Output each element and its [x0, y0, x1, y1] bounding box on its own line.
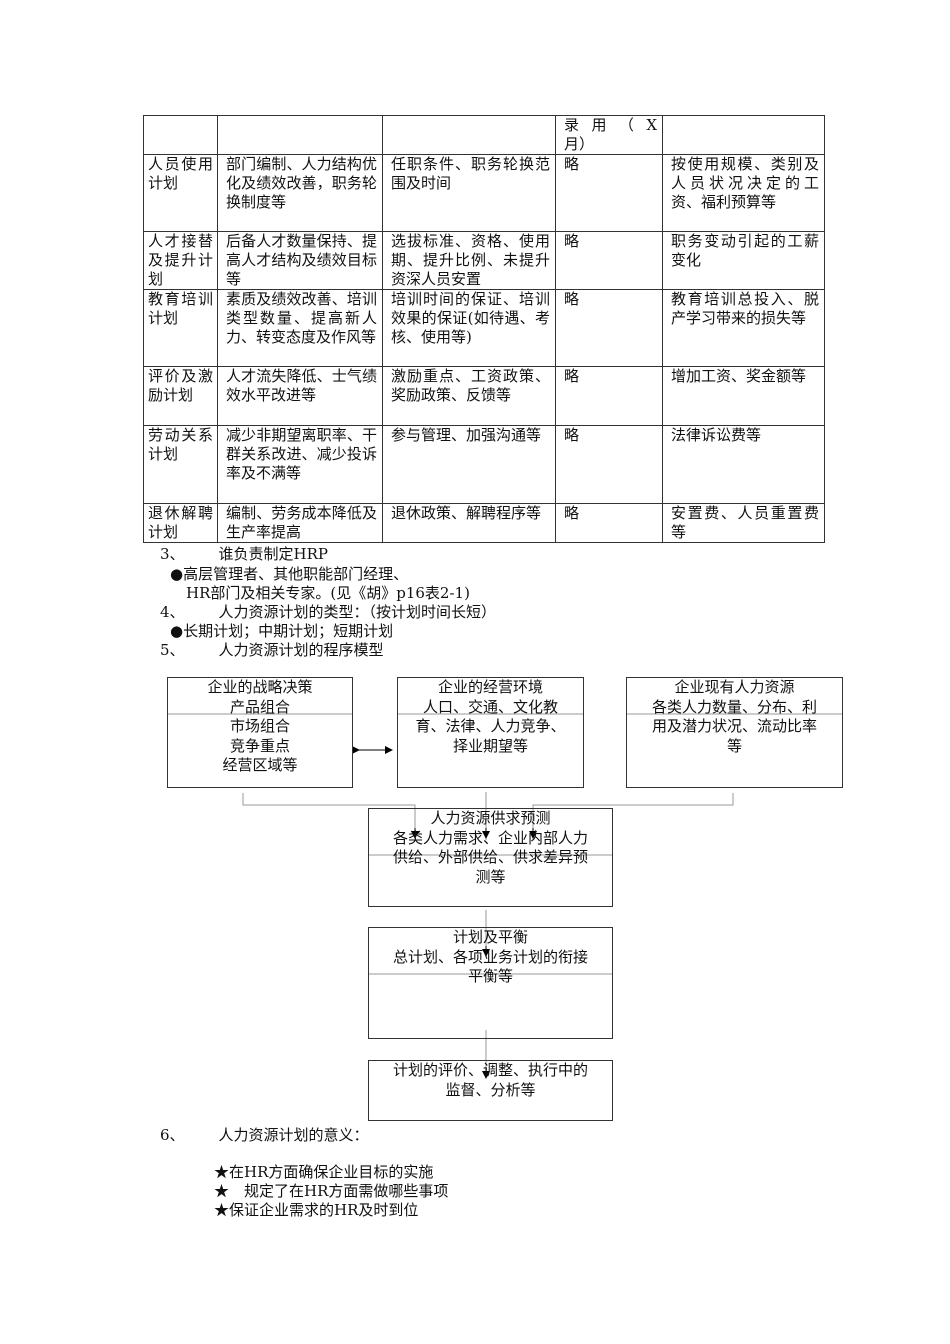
box-text-line: 育、法律、人力竞争、 — [415, 717, 566, 735]
table-cell: 任职条件、职务轮换范围及时间 — [382, 154, 556, 232]
table-row: 退休解聘计划编制、劳务成本降低及生产率提高退休政策、解聘程序等略安置费、人员重置… — [143, 503, 825, 543]
table-row: 人才接替及提升计划后备人才数量保持、提高人才结构及绩效目标等选拔标准、资格、使用… — [143, 231, 825, 290]
box-text-line: 各类人力数量、分布、利 — [651, 697, 817, 716]
evaluation-box: 计划的评价、调整、执行中的监督、分析等 — [368, 1060, 613, 1121]
table-cell: 激励重点、工资政策、奖励政策、反馈等 — [382, 366, 556, 426]
section-number: 4、 — [160, 603, 185, 621]
section-6-heading: 6、 人力资源计划的意义： — [160, 1126, 369, 1145]
box-text-line: 用及潜力状况、流动比率 — [651, 717, 817, 735]
box-text-line: 企业的经营环境 — [437, 678, 543, 696]
strategy-box: 企业的战略决策产品组合市场组合竞争重点经营区域等 — [167, 677, 353, 788]
balance-box: 计划及平衡总计划、各项业务计划的衔接平衡等 — [368, 927, 613, 1039]
star-item: ★保证企业需求的HR及时到位 — [214, 1201, 419, 1219]
table-cell: 人才流失降低、士气绩效水平改进等 — [217, 366, 383, 426]
box-text-line: 各类人力需求、企业内部人力 — [392, 828, 588, 847]
box-text-line: 人口、交通、文化教 — [422, 697, 558, 716]
table-cell: 教育培训总投入、脱产学习带来的损失等 — [662, 289, 825, 367]
table-cell — [143, 115, 218, 155]
table-cell: 部门编制、人力结构优化及绩效改善，职务轮换制度等 — [217, 154, 383, 232]
section-title: 人力资源计划的类型：（按计划时间长短） — [218, 603, 497, 621]
section-number: 6、 — [160, 1126, 185, 1144]
bullet: ●高层管理者、其他职能部门经理、 — [170, 565, 409, 583]
section-title: 谁负责制定HRP — [218, 545, 329, 563]
hr-plan-table: 录 用 （ X 月）人员使用计划部门编制、人力结构优化及绩效改善，职务轮换制度等… — [143, 115, 825, 543]
box-text-line: 总计划、各项业务计划的衔接 — [392, 947, 588, 966]
table-cell: 后备人才数量保持、提高人才结构及绩效目标等 — [217, 231, 383, 290]
table-cell: 培训时间的保证、培训效果的保证(如待遇、考核、使用等) — [382, 289, 556, 367]
table-cell: 劳动关系计划 — [143, 425, 218, 504]
table-cell: 退休政策、解聘程序等 — [382, 503, 556, 543]
star-item: ★ 规定了在HR方面需做哪些事项 — [214, 1182, 449, 1200]
box-text-line: 市场组合 — [229, 717, 290, 735]
section-5-heading: 5、 人力资源计划的程序模型 — [160, 641, 384, 660]
section-3-heading: 3、 谁负责制定HRP — [160, 545, 328, 564]
table-row: 人员使用计划部门编制、人力结构优化及绩效改善，职务轮换制度等任职条件、职务轮换范… — [143, 154, 825, 232]
box-text-line: 计划的评价、调整、执行中的 — [392, 1061, 588, 1079]
section-4-heading: 4、 人力资源计划的类型：（按计划时间长短） — [160, 603, 496, 622]
table-row: 劳动关系计划减少非期望离职率、干群关系改进、减少投诉率及不满等参与管理、加强沟通… — [143, 425, 825, 504]
box-text-line: 经营区域等 — [222, 756, 298, 774]
table-cell: 法律诉讼费等 — [662, 425, 825, 504]
bullet-continuation: HR部门及相关专家。(见《胡》p16表2-1) — [186, 584, 470, 602]
section-number: 5、 — [160, 641, 185, 659]
table-cell: 略 — [555, 366, 663, 426]
box-text-line: 企业现有人力资源 — [674, 678, 795, 696]
table-cell: 选拔标准、资格、使用期、提升比例、未提升资深人员安置 — [382, 231, 556, 290]
table-cell — [382, 115, 556, 155]
table-cell: 职务变动引起的工薪变化 — [662, 231, 825, 290]
box-text-line: 企业的战略决策 — [207, 678, 313, 696]
table-cell: 素质及绩效改善、培训类型数量、提高新人力、转变态度及作风等 — [217, 289, 383, 367]
table-cell: 略 — [555, 503, 663, 543]
table-cell: 人员使用计划 — [143, 154, 218, 232]
star-item: ★在HR方面确保企业目标的实施 — [214, 1163, 434, 1181]
table-cell: 增加工资、奖金额等 — [662, 366, 825, 426]
table-cell: 略 — [555, 425, 663, 504]
box-text-line: 供给、外部供给、供求差异预 — [392, 848, 588, 866]
table-cell: 按使用规模、类别及人员状况决定的工资、福利预算等 — [662, 154, 825, 232]
section-title: 人力资源计划的意义： — [218, 1126, 369, 1144]
table-cell: 退休解聘计划 — [143, 503, 218, 543]
environment-box: 企业的经营环境人口、交通、文化教育、法律、人力竞争、择业期望等 — [397, 677, 584, 788]
box-text-line: 测等 — [475, 867, 506, 886]
table-cell: 安置费、人员重置费等 — [662, 503, 825, 543]
box-text-line: 等 — [726, 736, 742, 755]
box-text-line: 产品组合 — [229, 697, 290, 716]
table-row: 教育培训计划素质及绩效改善、培训类型数量、提高新人力、转变态度及作风等培训时间的… — [143, 289, 825, 367]
table-cell: 人才接替及提升计划 — [143, 231, 218, 290]
table-cell: 减少非期望离职率、干群关系改进、减少投诉率及不满等 — [217, 425, 383, 504]
box-text-line: 计划及平衡 — [452, 928, 528, 946]
box-text-line: 竞争重点 — [229, 736, 290, 755]
table-cell: 编制、劳务成本降低及生产率提高 — [217, 503, 383, 543]
forecast-box: 人力资源供求预测各类人力需求、企业内部人力供给、外部供给、供求差异预测等 — [368, 808, 613, 907]
section-number: 3、 — [160, 545, 185, 563]
section-title: 人力资源计划的程序模型 — [218, 641, 384, 659]
bullet: ●长期计划；中期计划；短期计划 — [170, 622, 394, 640]
box-text-line: 择业期望等 — [452, 736, 528, 755]
table-cell: 教育培训计划 — [143, 289, 218, 367]
table-cell: 略 — [555, 231, 663, 290]
box-text-line: 监督、分析等 — [445, 1080, 536, 1099]
box-text-line: 平衡等 — [467, 967, 513, 985]
table-row: 评价及激励计划人才流失降低、士气绩效水平改进等激励重点、工资政策、奖励政策、反馈… — [143, 366, 825, 426]
current-hr-box: 企业现有人力资源各类人力数量、分布、利用及潜力状况、流动比率等 — [626, 677, 843, 788]
box-text-line: 人力资源供求预测 — [430, 809, 551, 827]
table-cell: 评价及激励计划 — [143, 366, 218, 426]
